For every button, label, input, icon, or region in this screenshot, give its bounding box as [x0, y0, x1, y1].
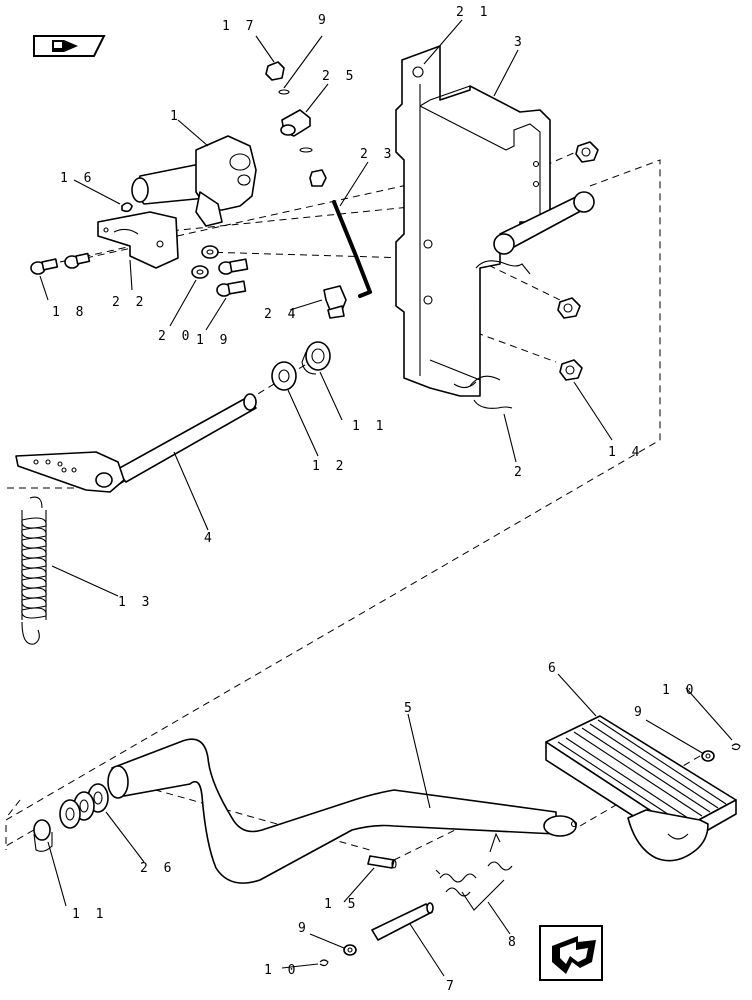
bracket-part-3	[395, 45, 595, 409]
small-hardware-top	[265, 61, 327, 187]
callout-10-right: 1 0	[662, 683, 697, 698]
callout-7: 7	[446, 979, 458, 994]
callout-17: 1 7	[222, 19, 257, 34]
washer-group-pedal	[319, 743, 741, 967]
callout-25: 2 5	[322, 69, 357, 84]
callout-5: 5	[404, 701, 416, 716]
washer-group-lower	[33, 783, 109, 852]
callout-8: 8	[508, 935, 520, 950]
book-reference-icon	[33, 35, 106, 57]
callout-23: 2 3	[360, 147, 395, 162]
callout-9-bottom: 9	[298, 921, 310, 936]
callout-19: 1 9	[196, 333, 231, 348]
spring-part-13	[21, 496, 47, 645]
callout-22: 2 2	[112, 295, 147, 310]
handle-part-1	[131, 135, 257, 227]
rod-part-23	[332, 200, 372, 298]
callout-3: 3	[514, 35, 526, 50]
pin-part-15	[367, 855, 397, 869]
clip-part-24	[323, 285, 347, 319]
bolt-group	[30, 245, 249, 297]
washer-group-upper	[271, 341, 331, 391]
callout-11-lower: 1 1	[72, 907, 107, 922]
navigation-arrow-icon[interactable]	[539, 925, 603, 981]
shaft-part-4	[15, 393, 257, 493]
callout-1: 1	[170, 109, 182, 124]
callout-18: 1 8	[52, 305, 87, 320]
pedal-pad-part-6	[545, 715, 737, 862]
callout-24: 2 4	[264, 307, 299, 322]
pin-part-7	[371, 902, 434, 941]
callout-4: 4	[204, 531, 216, 546]
callout-9-pedal: 9	[634, 705, 646, 720]
callout-9-top: 9	[318, 13, 330, 28]
callout-10-bottom: 1 0	[264, 963, 299, 978]
callout-6: 6	[548, 661, 560, 676]
callout-14: 1 4	[608, 445, 643, 460]
callout-2: 2	[514, 465, 526, 480]
torsion-spring-part-8	[435, 832, 513, 911]
bracket-part-22	[97, 211, 179, 269]
callout-20: 2 0	[158, 329, 193, 344]
callout-26: 2 6	[140, 861, 175, 876]
callout-labels: 1 7 9 2 1 3 2 5 1 2 3 1 6 1 8 2 2 2 0 1 …	[52, 5, 697, 994]
nut-part-14-group	[557, 141, 599, 381]
callout-15: 1 5	[324, 897, 359, 912]
callout-12: 1 2	[312, 459, 347, 474]
leader-lines	[39, 19, 733, 977]
callout-21: 2 1	[456, 5, 491, 20]
pedal-arm-part-5	[107, 738, 578, 884]
callout-11-upper: 1 1	[352, 419, 387, 434]
callout-13: 1 3	[118, 595, 153, 610]
clip-part-16	[121, 202, 133, 213]
callout-16: 1 6	[60, 171, 95, 186]
